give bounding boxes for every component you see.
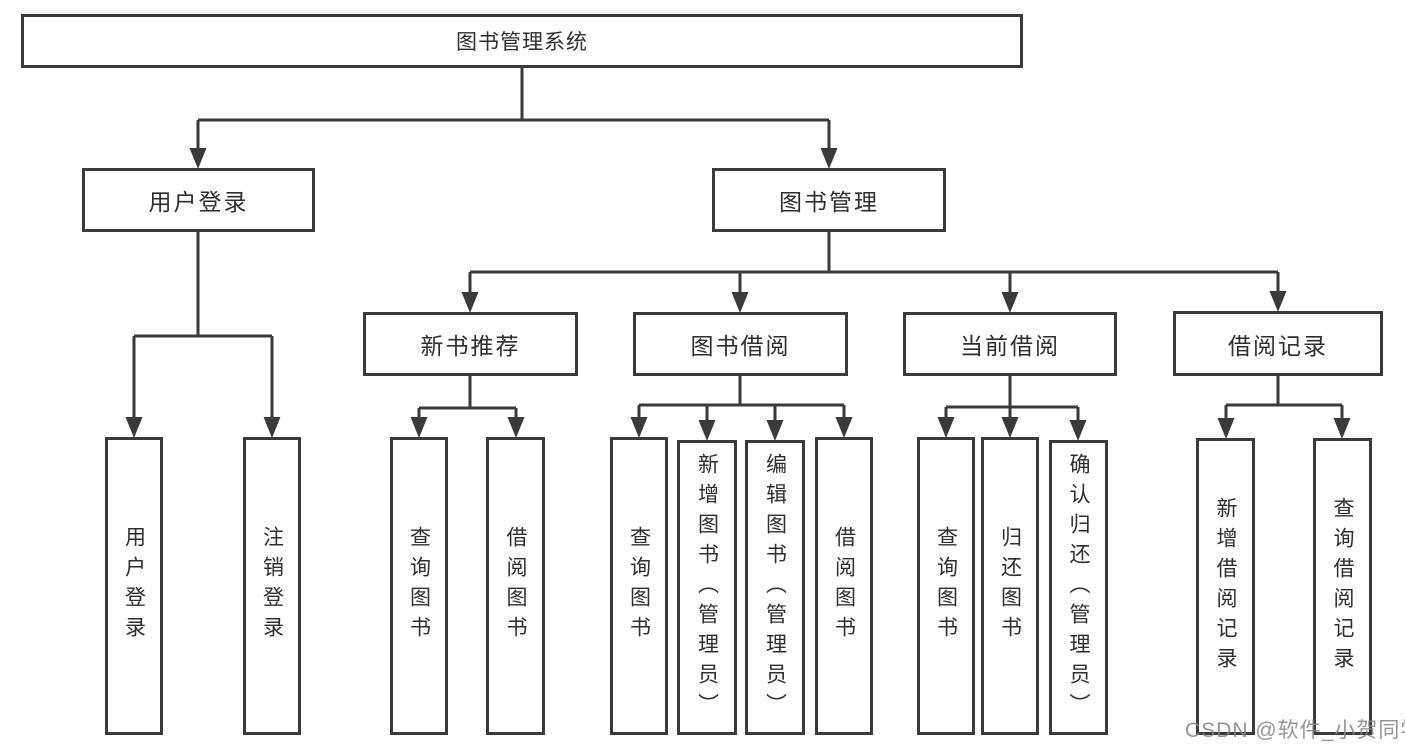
leaf-label: 注销登录 — [260, 526, 284, 646]
node-current-borrowing: 当前借阅 — [903, 312, 1117, 376]
leaf-return-books: 归还图书 — [981, 437, 1039, 735]
leaf-query-books-borrowing: 查询图书 — [610, 437, 668, 735]
node-borrowing-records: 借阅记录 — [1173, 311, 1383, 376]
node-library-management-system: 图书管理系统 — [21, 14, 1023, 68]
leaf-confirm-return-admin: 确认归还（管理员） — [1049, 440, 1108, 735]
leaf-label: 用户登录 — [122, 526, 146, 646]
leaf-edit-books-admin: 编辑图书（管理员） — [745, 440, 805, 735]
leaf-borrow-books-newbook: 借阅图书 — [486, 437, 545, 735]
leaf-label: 借阅图书 — [832, 526, 856, 646]
leaf-label: 新增借阅记录 — [1214, 496, 1237, 677]
leaf-borrow-books-borrowing: 借阅图书 — [815, 437, 873, 735]
node-book-management: 图书管理 — [712, 168, 946, 232]
leaf-label: 查询图书 — [627, 526, 651, 646]
csdn-watermark: CSDN @软件_小贺同学 — [1185, 719, 1405, 742]
node-user-login: 用户登录 — [82, 168, 315, 232]
leaf-label: 确认归还（管理员） — [1067, 452, 1090, 723]
leaf-query-borrow-record: 查询借阅记录 — [1313, 438, 1372, 735]
leaf-query-books-newbook: 查询图书 — [390, 437, 448, 735]
leaf-label: 归还图书 — [998, 526, 1022, 646]
leaf-logout: 注销登录 — [243, 437, 301, 735]
leaf-label: 编辑图书（管理员） — [763, 452, 787, 723]
leaf-add-books-admin: 新增图书（管理员） — [677, 440, 737, 735]
leaf-add-borrow-record: 新增借阅记录 — [1196, 438, 1255, 735]
node-book-borrowing: 图书借阅 — [633, 312, 848, 376]
leaf-label: 查询借阅记录 — [1331, 496, 1354, 677]
leaf-label: 新增图书（管理员） — [695, 452, 719, 723]
leaf-label: 查询图书 — [934, 526, 958, 646]
leaf-label: 借阅图书 — [504, 526, 527, 646]
leaf-user-login: 用户登录 — [105, 437, 163, 735]
leaf-label: 查询图书 — [407, 526, 431, 646]
node-new-book-recommendation: 新书推荐 — [363, 312, 578, 376]
leaf-query-books-current: 查询图书 — [917, 437, 975, 735]
